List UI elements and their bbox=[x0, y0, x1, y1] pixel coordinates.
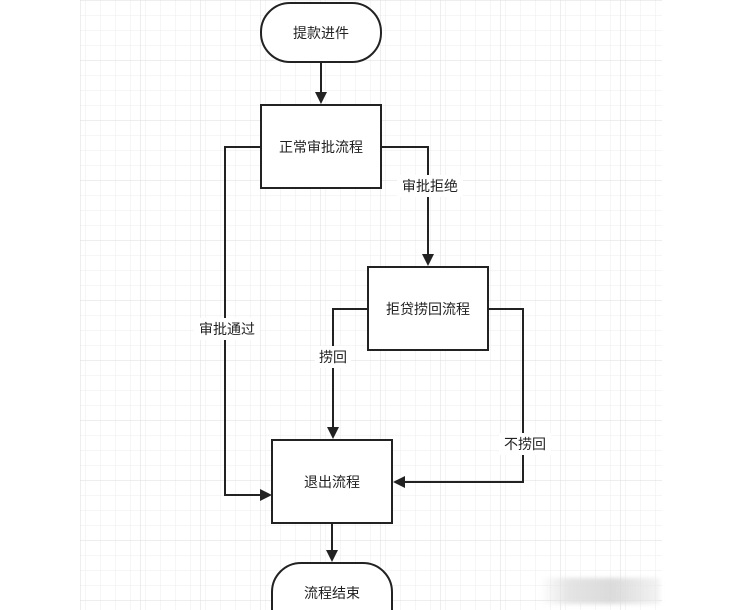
svg-text:审批拒绝: 审批拒绝 bbox=[402, 179, 458, 195]
node-reject-recovery-label: 拒贷捞回流程 bbox=[386, 302, 470, 318]
node-normal-approval[interactable]: 正常审批流程 bbox=[260, 104, 382, 189]
edge-label-recovered: 捞回 bbox=[315, 346, 351, 368]
node-end[interactable]: 流程结束 bbox=[271, 562, 393, 610]
watermark-blur bbox=[540, 578, 660, 604]
node-normal-approval-label: 正常审批流程 bbox=[279, 140, 363, 156]
node-exit-label: 退出流程 bbox=[304, 475, 360, 491]
edge-label-not-recovered: 不捞回 bbox=[499, 433, 551, 455]
edge-recovered bbox=[327, 308, 368, 439]
edge-label-approval-rejected: 审批拒绝 bbox=[397, 175, 463, 197]
node-start[interactable]: 提款进件 bbox=[260, 2, 382, 63]
edge-not-recovered bbox=[393, 308, 524, 488]
node-reject-recovery[interactable]: 拒贷捞回流程 bbox=[367, 266, 489, 351]
node-end-label: 流程结束 bbox=[304, 586, 360, 602]
edge-label-approval-passed: 审批通过 bbox=[194, 318, 260, 340]
edge-exit-to-end bbox=[326, 523, 338, 562]
svg-text:捞回: 捞回 bbox=[319, 350, 347, 366]
svg-text:审批通过: 审批通过 bbox=[199, 322, 255, 338]
node-exit[interactable]: 退出流程 bbox=[271, 439, 393, 524]
edge-start-to-normal bbox=[315, 62, 327, 104]
node-start-label: 提款进件 bbox=[293, 26, 349, 42]
edge-approval-rejected bbox=[381, 146, 434, 266]
svg-text:不捞回: 不捞回 bbox=[504, 437, 546, 453]
